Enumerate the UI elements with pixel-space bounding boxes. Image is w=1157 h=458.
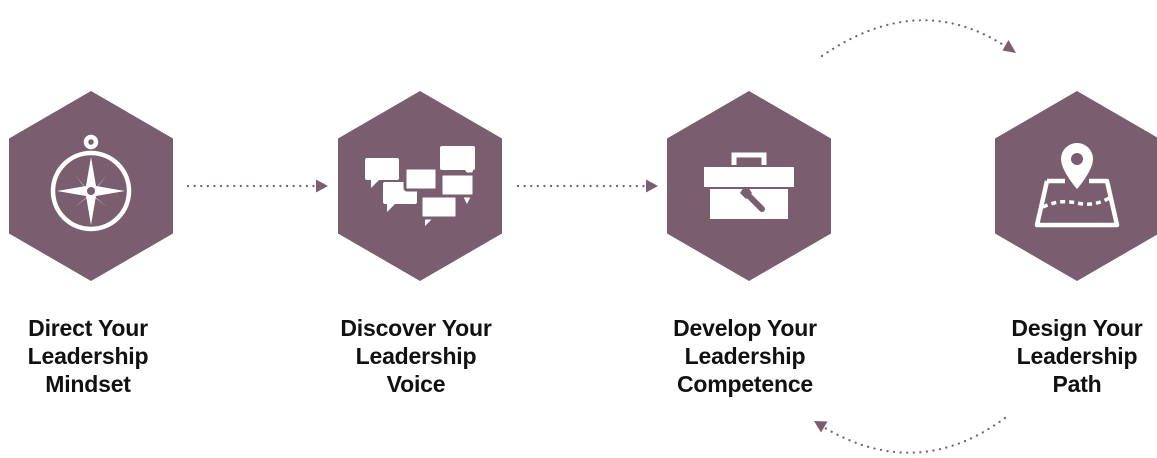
arrowhead-3 <box>1002 40 1016 53</box>
compass-icon <box>50 134 132 232</box>
step-label-path: Design Your Leadership Path <box>1011 315 1143 397</box>
speech-bubbles-icon <box>365 146 475 226</box>
map-pin-icon <box>1034 143 1120 228</box>
step-label-mindset: Direct Your Leadership Mindset <box>27 315 149 397</box>
arrow-step4-to-step3-curved <box>823 416 1007 454</box>
arrowhead-4 <box>814 421 828 433</box>
toolbox-icon <box>704 152 794 219</box>
arrowhead-1 <box>316 179 328 193</box>
step-hexagon-voice <box>338 91 502 281</box>
step-label-competence: Develop Your Leadership Competence <box>673 315 817 397</box>
step-label-voice: Discover Your Leadership Voice <box>340 315 492 397</box>
arrowhead-2 <box>646 179 658 193</box>
arrow-step3-to-step4-curved <box>820 19 1007 58</box>
